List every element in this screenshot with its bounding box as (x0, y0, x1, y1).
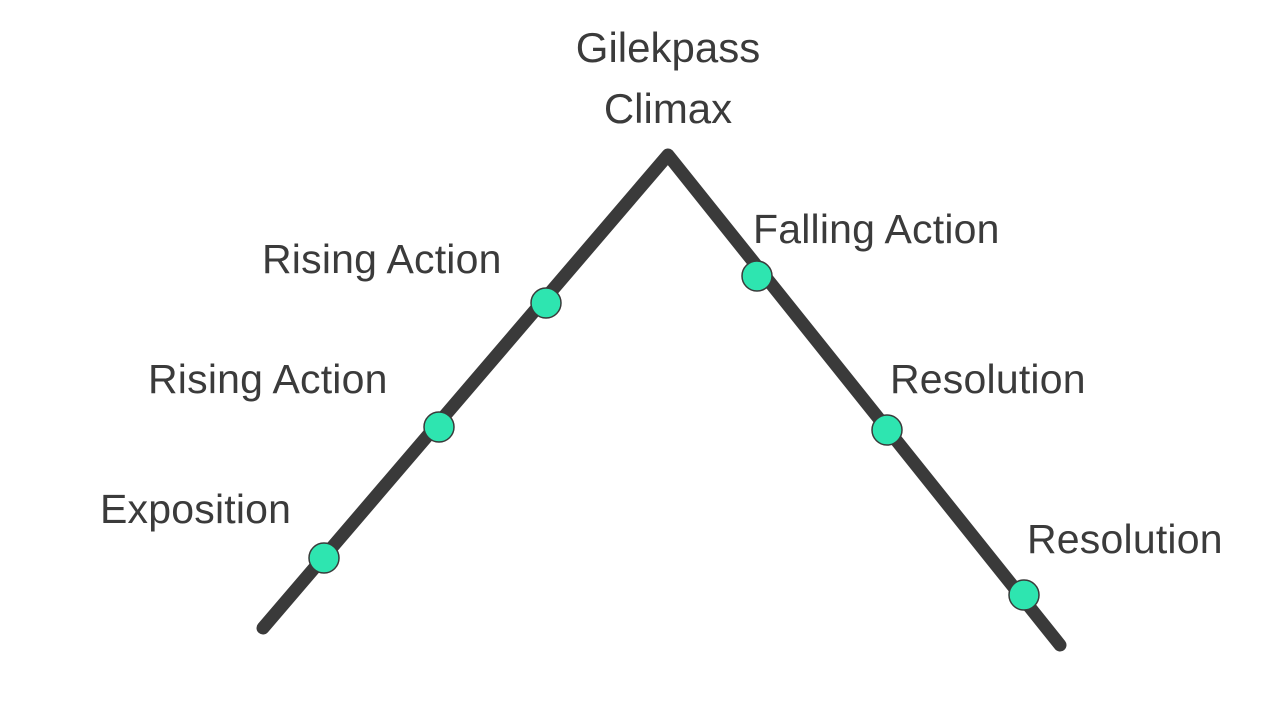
chart-title-line-2: Climax (603, 84, 733, 132)
label-rising-action-2: Rising Action (262, 236, 502, 282)
label-exposition: Exposition (100, 486, 292, 532)
plot-node-rising-action-1[interactable] (423, 411, 455, 443)
plot-node-resolution-1[interactable] (871, 414, 903, 446)
label-rising-action-1: Rising Action (148, 356, 388, 402)
plot-node-group (308, 260, 1040, 611)
plot-node-falling-action[interactable] (741, 260, 773, 292)
label-resolution-1: Resolution (890, 356, 1086, 402)
plot-arc-line (256, 148, 1067, 652)
chart-title-line-1: Gilekpass (575, 24, 761, 71)
plot-node-rising-action-2[interactable] (530, 287, 562, 319)
chart-title: Gilekpass Climax (576, 18, 760, 140)
plot-node-exposition[interactable] (308, 542, 340, 574)
label-falling-action: Falling Action (753, 206, 1000, 252)
plot-node-resolution-2[interactable] (1008, 579, 1040, 611)
label-resolution-2: Resolution (1027, 516, 1223, 562)
